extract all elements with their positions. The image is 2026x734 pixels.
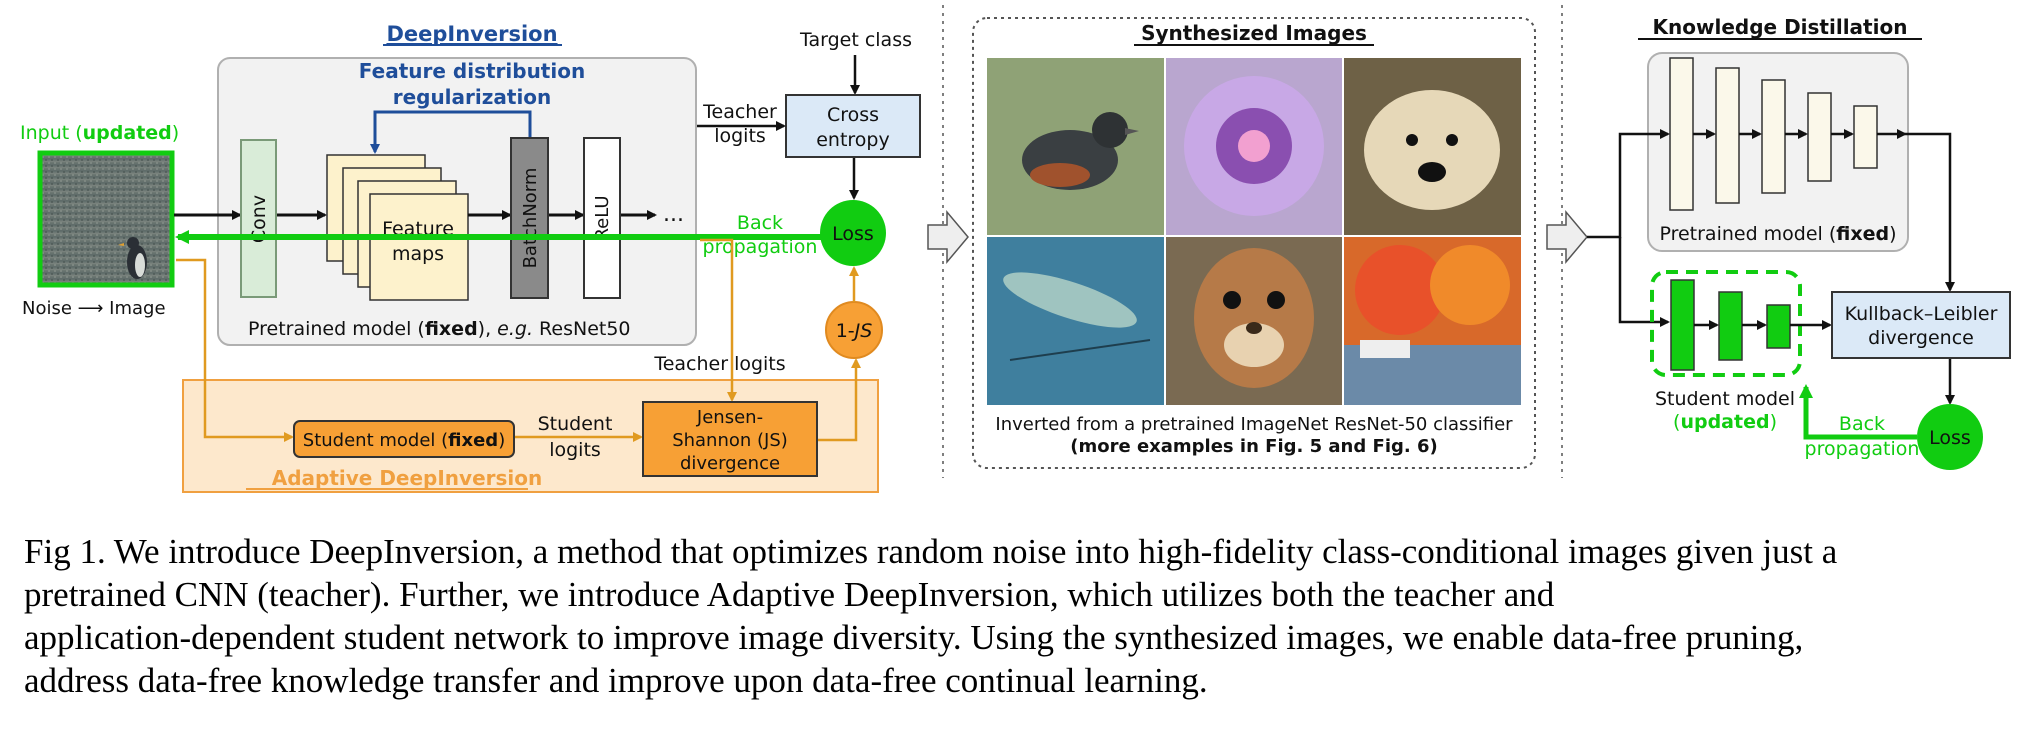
feature-maps-label-2: maps <box>392 243 444 265</box>
batchnorm-label: BatchNorm <box>520 168 541 269</box>
synth-image-landscape <box>1344 237 1521 405</box>
kl-divergence-label: Kullback–Leibler <box>1845 303 1998 325</box>
conv-label: Conv <box>248 195 270 243</box>
js-divergence-label-3: divergence <box>680 453 780 474</box>
synth-image-dog <box>1344 58 1521 235</box>
js-divergence-box <box>642 401 818 477</box>
batchnorm-layer <box>510 137 549 299</box>
penguin-icon <box>118 237 147 279</box>
cross-entropy-box <box>785 94 921 158</box>
cross-entropy-label-2: entropy <box>816 129 890 151</box>
synth-image-fish <box>987 237 1164 405</box>
adaptive-title: Adaptive DeepInversion <box>272 466 543 490</box>
student-model-fixed-box <box>293 420 515 458</box>
student-logits-label: Student <box>538 413 613 435</box>
kd-loss-label: Loss <box>1929 427 1971 449</box>
caption-line-1: Fig 1. We introduce DeepInversion, a met… <box>24 532 1838 571</box>
pretrained-model-label: Pretrained model (fixed), e.g. ResNet50 <box>248 318 631 340</box>
target-class-label: Target class <box>799 29 912 51</box>
one-minus-js-label: 1-JS <box>836 320 873 342</box>
kl-divergence-box <box>1831 291 2011 359</box>
synth-desc: Inverted from a pretrained ImageNet ResN… <box>995 414 1513 435</box>
kd-pretrained-label: Pretrained model (fixed) <box>1659 223 1896 245</box>
caption-line-3: application-dependent student network to… <box>24 618 1804 657</box>
synthesized-images-panel: Synthesized Images <box>972 17 1536 469</box>
input-label: Input (updated) <box>20 122 179 144</box>
figure-caption: Fig 1. We introduce DeepInversion, a met… <box>24 530 2004 702</box>
knowledge-distillation-panel: Knowledge Distillation Pretrained model … <box>1587 15 2011 470</box>
feature-maps-stack <box>326 154 469 301</box>
adaptive-teacher-logits-label: Teacher logits <box>653 353 785 375</box>
figure-diagram: DeepInversion Feature distribution regul… <box>20 5 2011 493</box>
kd-back-propagation-label-2: propagation <box>1805 438 1920 460</box>
student-model-fixed-label: Student model (fixed) <box>303 430 505 451</box>
js-divergence-label: Jensen- <box>696 407 763 428</box>
kd-loss-circle <box>1917 404 1983 470</box>
kd-student-label: Student model <box>1655 388 1795 410</box>
deepinversion-title: DeepInversion <box>386 22 557 46</box>
relu-layer <box>583 137 621 299</box>
kd-back-propagation-label: Back <box>1839 413 1885 435</box>
synth-image-flower <box>1166 58 1342 235</box>
synth-desc-2: (more examples in Fig. 5 and Fig. 6) <box>1070 436 1437 457</box>
loss-circle <box>820 200 886 266</box>
caption-line-4: address data-free knowledge transfer and… <box>24 661 1208 700</box>
feature-reg-label-2: regularization <box>393 85 552 109</box>
hollow-arrow-1 <box>927 209 969 265</box>
hollow-arrow-2 <box>1546 209 1588 265</box>
noise-image <box>37 150 175 288</box>
feature-reg-label: Feature distribution <box>359 59 585 83</box>
kd-student-label-2: (updated) <box>1673 411 1777 433</box>
synth-image-bird <box>987 58 1164 235</box>
teacher-logits-label: Teacher <box>702 101 777 123</box>
js-divergence-label-2: Shannon (JS) <box>672 430 788 451</box>
caption-line-2: pretrained CNN (teacher). Further, we in… <box>24 575 1555 614</box>
kl-divergence-label-2: divergence <box>1868 327 1974 349</box>
teacher-logits-label-2: logits <box>714 125 766 147</box>
conv-layer <box>240 139 277 298</box>
student-logits-label-2: logits <box>549 439 601 461</box>
synth-image-squirrel <box>1166 237 1342 405</box>
cross-entropy-label: Cross <box>827 104 879 126</box>
back-propagation-label: Back <box>737 212 783 234</box>
loss-label: Loss <box>832 223 874 245</box>
noise-to-image-label: Noise ⟶ Image <box>22 298 166 319</box>
synth-title: Synthesized Images <box>1141 21 1367 45</box>
deepinversion-panel: DeepInversion Feature distribution regul… <box>20 22 921 493</box>
kd-title: Knowledge Distillation <box>1653 15 1908 39</box>
ellipsis: ... <box>663 202 684 227</box>
kd-student-box <box>1650 270 1802 377</box>
relu-label: ReLU <box>592 195 613 240</box>
